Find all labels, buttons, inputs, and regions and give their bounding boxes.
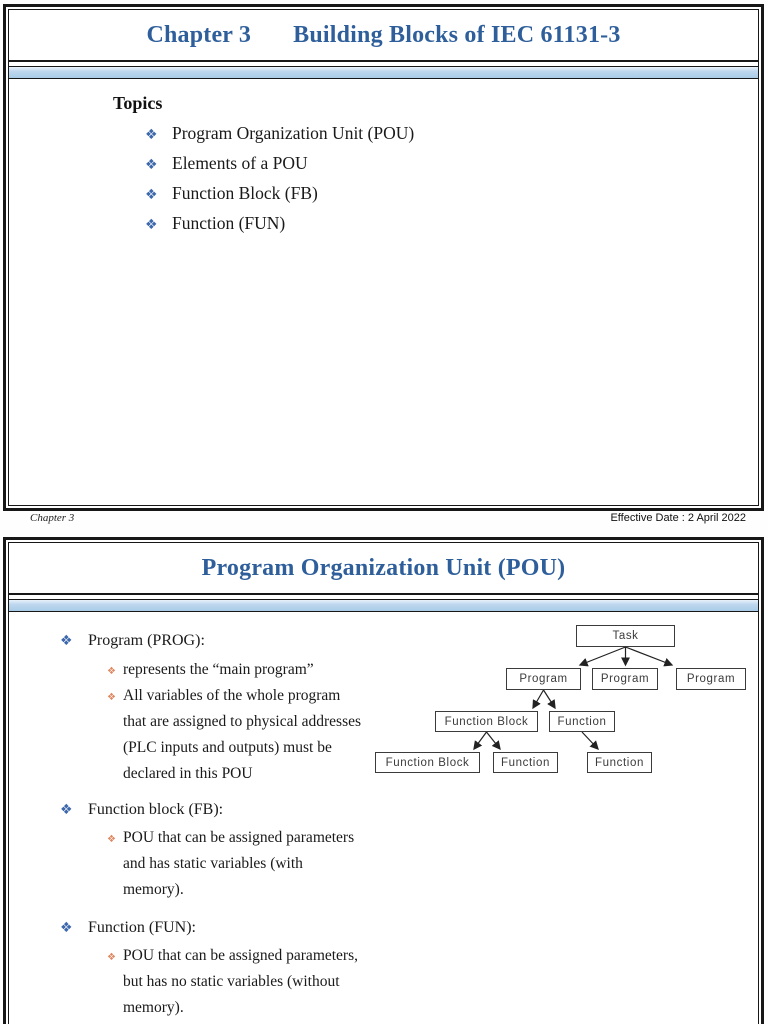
slide-1-title-main: Building Blocks of IEC 61131-3	[293, 21, 621, 48]
slide-1-title-bar: Chapter 3 Building Blocks of IEC 61131-3	[9, 10, 758, 62]
diagram-node-program-2: Program	[592, 668, 658, 690]
diamond-bullet-icon: ❖	[60, 633, 73, 649]
section-heading-label: Function (FUN):	[88, 919, 196, 936]
topics-heading: Topics	[113, 93, 163, 113]
sub-point-text: All variables of the whole program that …	[123, 687, 362, 782]
diamond-bullet-icon: ❖	[145, 217, 158, 233]
section-heading-program: ❖ Program (PROG):	[60, 630, 432, 652]
list-item: ❖ POU that can be assigned parameters, b…	[107, 943, 432, 1021]
diamond-sub-bullet-icon: ❖	[107, 692, 116, 703]
list-item: ❖ Function Block (FB)	[145, 183, 758, 204]
topic-label: Function (FUN)	[172, 213, 286, 233]
slide-1-footer: Chapter 3 Effective Date : 2 April 2022	[3, 512, 764, 528]
section-heading-label: Function block (FB):	[88, 801, 224, 818]
slide-1-content: Topics ❖ Program Organization Unit (POU)…	[9, 79, 758, 505]
diagram-node-function-block-3: Function Block	[375, 752, 480, 773]
footer-effective-date: Effective Date : 2 April 2022	[610, 512, 746, 524]
slide-2-inner-frame: Program Organization Unit (POU) ❖ Progra…	[8, 542, 759, 1024]
slide-1-title-chapter: Chapter 3	[146, 21, 252, 48]
slide-1-inner-frame: Chapter 3 Building Blocks of IEC 61131-3…	[8, 9, 759, 506]
slide-2: Program Organization Unit (POU) ❖ Progra…	[3, 537, 764, 1024]
diamond-bullet-icon: ❖	[145, 187, 158, 203]
diagram-node-task: Task	[576, 625, 675, 647]
list-item: ❖ represents the “main program”	[107, 657, 432, 683]
diagram-node-function-3b: Function	[587, 752, 652, 773]
topic-label: Function Block (FB)	[172, 183, 318, 203]
sub-point-text: POU that can be assigned parameters and …	[123, 829, 355, 898]
diagram-node-function-3a: Function	[493, 752, 558, 773]
diagram-arrows	[473, 646, 674, 751]
diagram-node-program-1: Program	[506, 668, 581, 690]
list-item: ❖ Program Organization Unit (POU)	[145, 123, 758, 144]
topics-list: ❖ Program Organization Unit (POU) ❖ Elem…	[145, 123, 758, 234]
topic-label: Program Organization Unit (POU)	[172, 123, 415, 143]
diamond-sub-bullet-icon: ❖	[107, 952, 116, 963]
sub-point-text: POU that can be assigned parameters, but…	[123, 947, 359, 1016]
sub-point-text: represents the “main program”	[123, 661, 314, 678]
slide-1-accent-bar	[9, 66, 758, 79]
list-item: ❖ POU that can be assigned parameters an…	[107, 825, 432, 903]
pou-hierarchy-diagram: Task Program Program Program Function Bl…	[370, 620, 758, 788]
section-heading-function: ❖ Function (FUN):	[60, 917, 432, 939]
list-item: ❖ All variables of the whole program tha…	[107, 683, 432, 787]
slide-2-text-column: ❖ Program (PROG): ❖ represents the “main…	[60, 612, 432, 1021]
diamond-bullet-icon: ❖	[145, 157, 158, 173]
diagram-node-function-block-2: Function Block	[435, 711, 538, 732]
slide-2-title: Program Organization Unit (POU)	[201, 554, 566, 581]
list-item: ❖ Elements of a POU	[145, 153, 758, 174]
topic-label: Elements of a POU	[172, 153, 308, 173]
slide-2-content: ❖ Program (PROG): ❖ represents the “main…	[9, 612, 758, 1024]
diamond-sub-bullet-icon: ❖	[107, 666, 116, 677]
footer-chapter-label: Chapter 3	[30, 512, 75, 524]
diamond-bullet-icon: ❖	[60, 920, 73, 936]
section-heading-label: Program (PROG):	[88, 632, 205, 649]
section-heading-function-block: ❖ Function block (FB):	[60, 799, 432, 821]
diagram-node-program-3: Program	[676, 668, 746, 690]
slide-1: Chapter 3 Building Blocks of IEC 61131-3…	[3, 4, 764, 511]
slide-2-title-bar: Program Organization Unit (POU)	[9, 543, 758, 595]
diamond-bullet-icon: ❖	[60, 802, 73, 818]
diamond-bullet-icon: ❖	[145, 127, 158, 143]
list-item: ❖ Function (FUN)	[145, 213, 758, 234]
slide-2-accent-bar	[9, 599, 758, 612]
diagram-node-function-2: Function	[549, 711, 615, 732]
diamond-sub-bullet-icon: ❖	[107, 834, 116, 845]
